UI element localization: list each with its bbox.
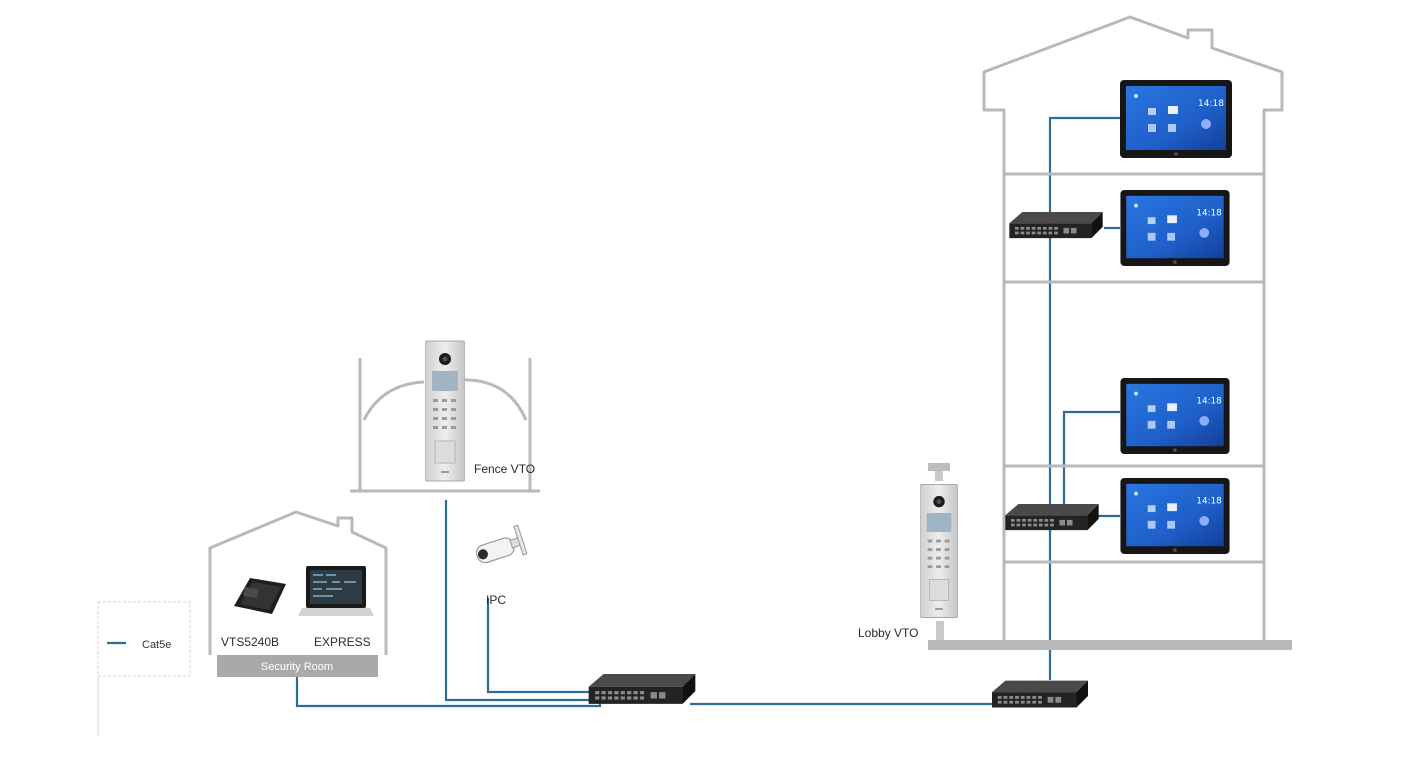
vts-label: VTS5240B (221, 635, 279, 649)
fence-gate: Fence VTO (350, 340, 540, 493)
network-switch-icon (992, 680, 1088, 708)
security-room-outline (208, 510, 388, 655)
security-room-bar (217, 655, 378, 677)
network-switch-icon (1005, 504, 1099, 531)
cable-riser (1048, 116, 1120, 680)
cat5e-cabling (295, 116, 1120, 708)
indoor-monitor-icon (1120, 80, 1232, 158)
ipc-camera: IPC (475, 524, 528, 607)
legend: Cat5e (97, 601, 191, 736)
legend-cat5e-label: Cat5e (142, 639, 171, 651)
vto-stand (936, 621, 944, 640)
vto-mount-post (935, 471, 943, 481)
lobby-vto: Lobby VTO (858, 463, 958, 640)
building-roof (982, 15, 1284, 640)
ipc-label: IPC (486, 593, 506, 607)
door-station-icon (920, 484, 958, 618)
indoor-monitor-icon (1120, 478, 1230, 554)
lobby-vto-label: Lobby VTO (858, 626, 918, 640)
express-label: EXPRESS (314, 635, 371, 649)
security-room-label: Security Room (261, 661, 333, 673)
building-base (928, 640, 1292, 650)
bullet-camera-icon (475, 524, 528, 564)
desk-station-icon (234, 578, 286, 614)
vto-mount-cap (928, 463, 950, 471)
cable-floor-lower-1 (1062, 410, 1120, 504)
laptop-icon (298, 566, 374, 616)
apartment-building (928, 15, 1292, 650)
security-room: Security Room VTS5240B EXPRESS (208, 510, 388, 677)
network-switch-icon (1009, 212, 1103, 239)
network-switch-icon (588, 674, 696, 704)
gate-arch-right (459, 378, 528, 421)
door-station-icon (425, 340, 465, 482)
fence-vto-label: Fence VTO (474, 462, 535, 476)
gate-arch-left (362, 380, 425, 421)
cable-fence-vto (444, 500, 598, 702)
indoor-monitor-icon (1120, 190, 1230, 266)
legend-box (97, 601, 191, 677)
cable-ipc (486, 598, 598, 694)
indoor-monitor-icon (1120, 378, 1230, 454)
